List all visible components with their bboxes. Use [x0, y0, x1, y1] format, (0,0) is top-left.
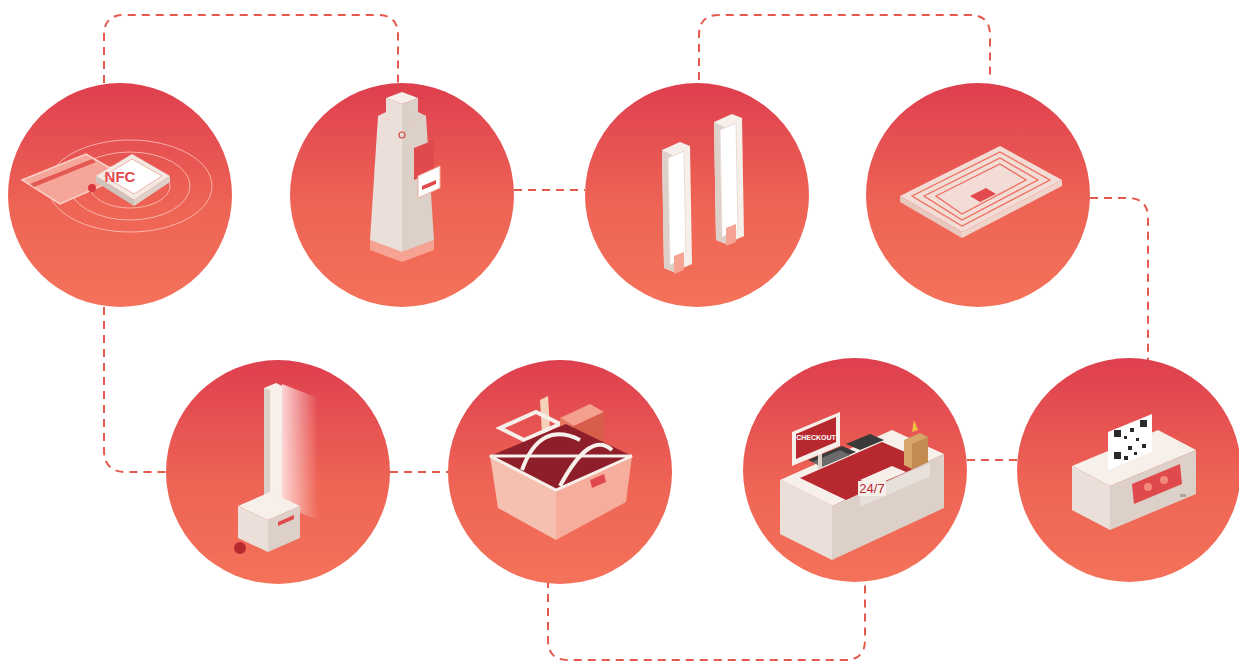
- dashed-link: [104, 15, 1148, 660]
- camera-pole-icon: [234, 383, 318, 554]
- rfid-tag-icon: [900, 146, 1062, 238]
- checkout-counter-icon: [780, 412, 944, 560]
- nfc-icon: [22, 140, 212, 232]
- nfc-text: NFC: [104, 168, 137, 185]
- screen-text: CHECKOUT: [795, 433, 837, 442]
- hours-text: 24/7: [858, 481, 885, 496]
- feature-circle: [8, 83, 1239, 584]
- kiosk-icon: [370, 92, 440, 262]
- security-gate-icon: [662, 114, 744, 274]
- receipt-printer-icon: [1072, 414, 1196, 530]
- basket-icon: [490, 396, 632, 540]
